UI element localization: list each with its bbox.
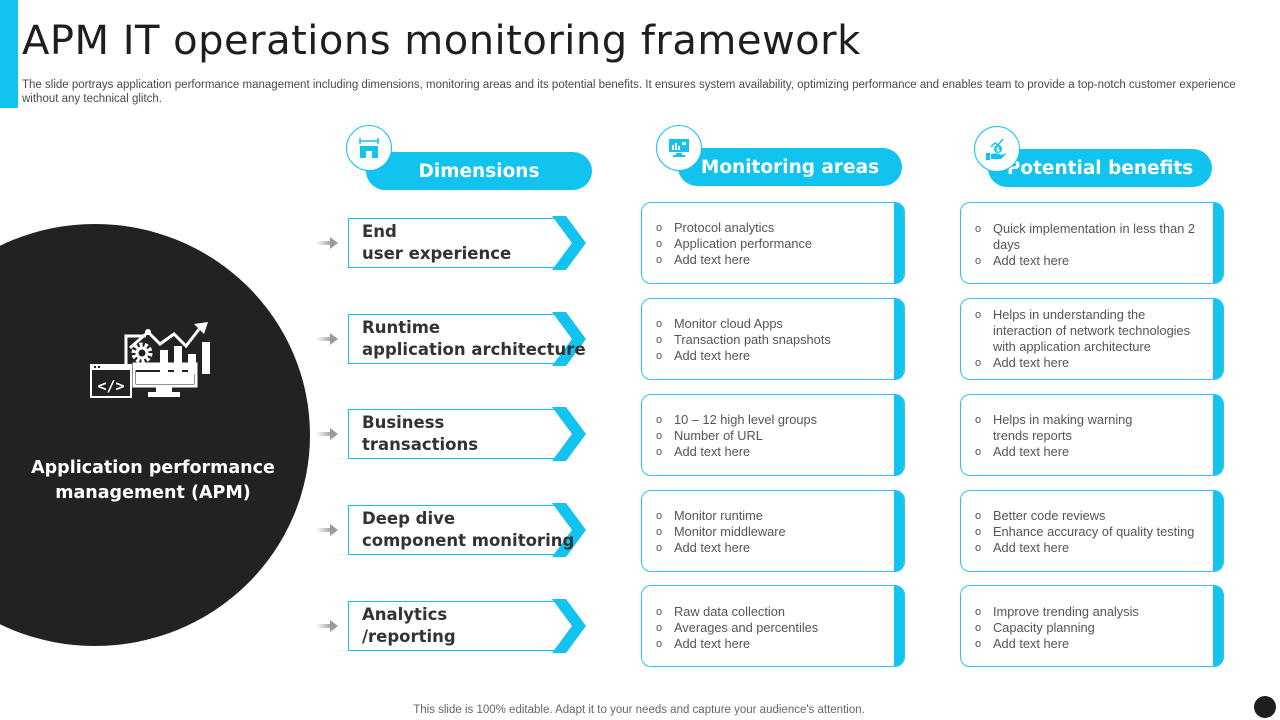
list-item: Add text here [654, 252, 884, 268]
list-item: Number of URL [654, 428, 884, 444]
arrow-right-icon [316, 620, 338, 632]
dimension-label: Analytics/reporting [362, 605, 456, 646]
list-item: Protocol analytics [654, 220, 884, 236]
dimension-box [348, 218, 564, 268]
benefits-list: Helps in making warning trends reports A… [973, 412, 1153, 460]
list-item: 10 – 12 high level groups [654, 412, 884, 428]
benefits-card-3: Helps in making warning trends reports A… [960, 394, 1224, 476]
monitoring-card-5: Raw data collection Averages and percent… [641, 585, 905, 667]
svg-text:</>: </> [97, 377, 124, 395]
arrow-right-icon [316, 524, 338, 536]
list-item: Improve trending analysis [973, 604, 1203, 620]
dimension-item-analytics-reporting: Analytics/reporting [316, 599, 588, 653]
dimensions-header-label: Dimensions [418, 160, 540, 182]
arrow-right-icon [316, 237, 338, 249]
dimension-box [348, 314, 564, 364]
monitoring-card-3: 10 – 12 high level groups Number of URL … [641, 394, 905, 476]
list-item: Enhance accuracy of quality testing [973, 524, 1215, 540]
list-item: Averages and percentiles [654, 620, 884, 636]
monitoring-card-2: Monitor cloud Apps Transaction path snap… [641, 298, 905, 380]
footer-note: This slide is 100% editable. Adapt it to… [413, 704, 865, 716]
arrow-right-icon [316, 333, 338, 345]
benefits-card-5: Improve trending analysis Capacity plann… [960, 585, 1224, 667]
dimension-measure-icon [346, 125, 392, 171]
list-item: Add text here [973, 253, 1203, 269]
potential-benefits-header-label: Potential benefits [1006, 157, 1194, 179]
monitoring-list: Monitor cloud Apps Transaction path snap… [654, 316, 884, 364]
slide-subtitle: The slide portrays application performan… [22, 79, 1236, 105]
benefits-list: Helps in understanding the interaction o… [973, 307, 1203, 371]
monitoring-list: 10 – 12 high level groups Number of URL … [654, 412, 884, 460]
slide-title: APM IT operations monitoring framework [22, 18, 861, 64]
chevron-right-icon [552, 503, 586, 557]
list-item: Add text here [973, 444, 1153, 460]
chevron-right-icon [552, 312, 586, 366]
chevron-right-icon [552, 599, 586, 653]
page-indicator-dot [1254, 696, 1276, 718]
list-item: Monitor middleware [654, 524, 884, 540]
apm-center-circle [0, 224, 310, 646]
dimension-box [348, 601, 564, 651]
monitor-dashboard-icon [656, 125, 702, 171]
potential-benefits-header: Potential benefits [988, 149, 1212, 187]
monitoring-list: Raw data collection Averages and percent… [654, 604, 884, 652]
list-item: Monitor runtime [654, 508, 884, 524]
chevron-right-icon [552, 216, 586, 270]
benefits-list: Quick implementation in less than 2 days… [973, 221, 1203, 269]
title-accent-bar [0, 0, 18, 108]
list-item: Transaction path snapshots [654, 332, 884, 348]
list-item: Add text here [654, 636, 884, 652]
apm-center-label: Application performance management (APM) [31, 458, 275, 503]
list-item: Monitor cloud Apps [654, 316, 884, 332]
monitoring-card-1: Protocol analytics Application performan… [641, 202, 905, 284]
hand-money-growth-icon: $ [974, 126, 1020, 172]
benefits-list: Improve trending analysis Capacity plann… [973, 604, 1203, 652]
dimensions-header: Dimensions [366, 152, 592, 190]
svg-text:$: $ [996, 147, 1000, 154]
list-item: Add text here [973, 540, 1215, 556]
arrow-right-icon [316, 428, 338, 440]
list-item: Add text here [654, 348, 884, 364]
list-item: Application performance [654, 236, 884, 252]
list-item: Capacity planning [973, 620, 1203, 636]
list-item: Add text here [654, 444, 884, 460]
benefits-card-1: Quick implementation in less than 2 days… [960, 202, 1224, 284]
list-item: Add text here [973, 355, 1203, 371]
chevron-right-icon [552, 407, 586, 461]
dimension-box [348, 505, 564, 555]
list-item: Quick implementation in less than 2 days [973, 221, 1203, 253]
list-item: Raw data collection [654, 604, 884, 620]
monitoring-areas-header: Monitoring areas [678, 148, 902, 186]
benefits-card-4: Better code reviews Enhance accuracy of … [960, 490, 1224, 572]
monitoring-areas-header-label: Monitoring areas [700, 156, 880, 178]
list-item: Add text here [654, 540, 884, 556]
monitoring-list: Monitor runtime Monitor middleware Add t… [654, 508, 884, 556]
list-item: Add text here [973, 636, 1203, 652]
list-item: Helps in making warning trends reports [973, 412, 1153, 444]
dimension-box [348, 409, 564, 459]
list-item: Better code reviews [973, 508, 1215, 524]
benefits-list: Better code reviews Enhance accuracy of … [973, 508, 1215, 556]
monitor-code-analytics-icon: </> [90, 322, 210, 398]
monitoring-card-4: Monitor runtime Monitor middleware Add t… [641, 490, 905, 572]
benefits-card-2: Helps in understanding the interaction o… [960, 298, 1224, 380]
monitoring-list: Protocol analytics Application performan… [654, 220, 884, 268]
list-item: Helps in understanding the interaction o… [973, 307, 1203, 355]
